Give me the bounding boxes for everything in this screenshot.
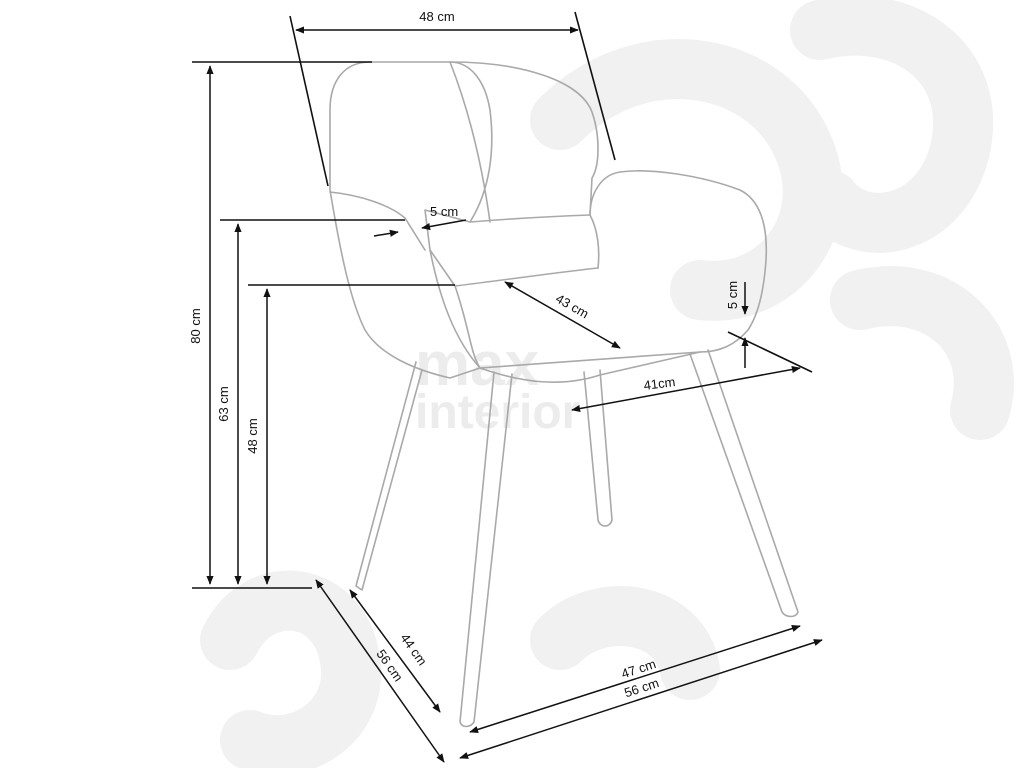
- chair-leg-back-right: [583, 369, 613, 527]
- watermark-swirl: [830, 266, 1014, 440]
- watermark-logo: [200, 0, 1014, 768]
- dim-arrow-seat-width: [571, 365, 801, 413]
- dim-arrow-armrest-width-right: [421, 219, 467, 231]
- watermark-text-interior: interior: [415, 386, 580, 439]
- dim-arrow-overall-depth: [315, 579, 445, 763]
- dim-arrow-seat-depth: [504, 281, 621, 349]
- chair-left-arm: [329, 191, 426, 251]
- dim-arrow-overall-width: [459, 639, 823, 759]
- watermark-swirl: [530, 39, 843, 321]
- dim-arrow-armrest-width-left: [373, 229, 399, 237]
- dimension-arrows: [206, 26, 823, 763]
- label-armrest-thickness: 5 cm: [725, 281, 740, 309]
- label-leg-depth: 44 cm: [397, 631, 430, 669]
- chair-leg-back-far: [689, 349, 799, 618]
- chair-back-right: [449, 61, 599, 216]
- label-top-width: 48 cm: [419, 9, 454, 24]
- label-seat-width: 41cm: [643, 374, 676, 393]
- chair-back-seam: [449, 61, 491, 223]
- label-armrest-height: 63 cm: [216, 386, 231, 421]
- watermark-swirl: [200, 570, 382, 768]
- ext-line-back-left: [289, 15, 329, 187]
- chair-right-arm-inner: [589, 214, 600, 269]
- ext-line-back-right: [574, 11, 616, 161]
- chair-seat: [429, 214, 701, 369]
- ext-line-seat-right: [727, 331, 813, 373]
- chair-leg-front-left: [355, 361, 423, 591]
- watermark-swirl: [790, 0, 994, 253]
- label-seat-height: 48 cm: [245, 418, 260, 453]
- watermark-swirl: [530, 586, 720, 700]
- label-seat-depth: 43 cm: [553, 291, 591, 322]
- chair-right-arm: [589, 170, 768, 353]
- label-total-height: 80 cm: [188, 308, 203, 343]
- label-armrest-width: 5 cm: [430, 204, 458, 219]
